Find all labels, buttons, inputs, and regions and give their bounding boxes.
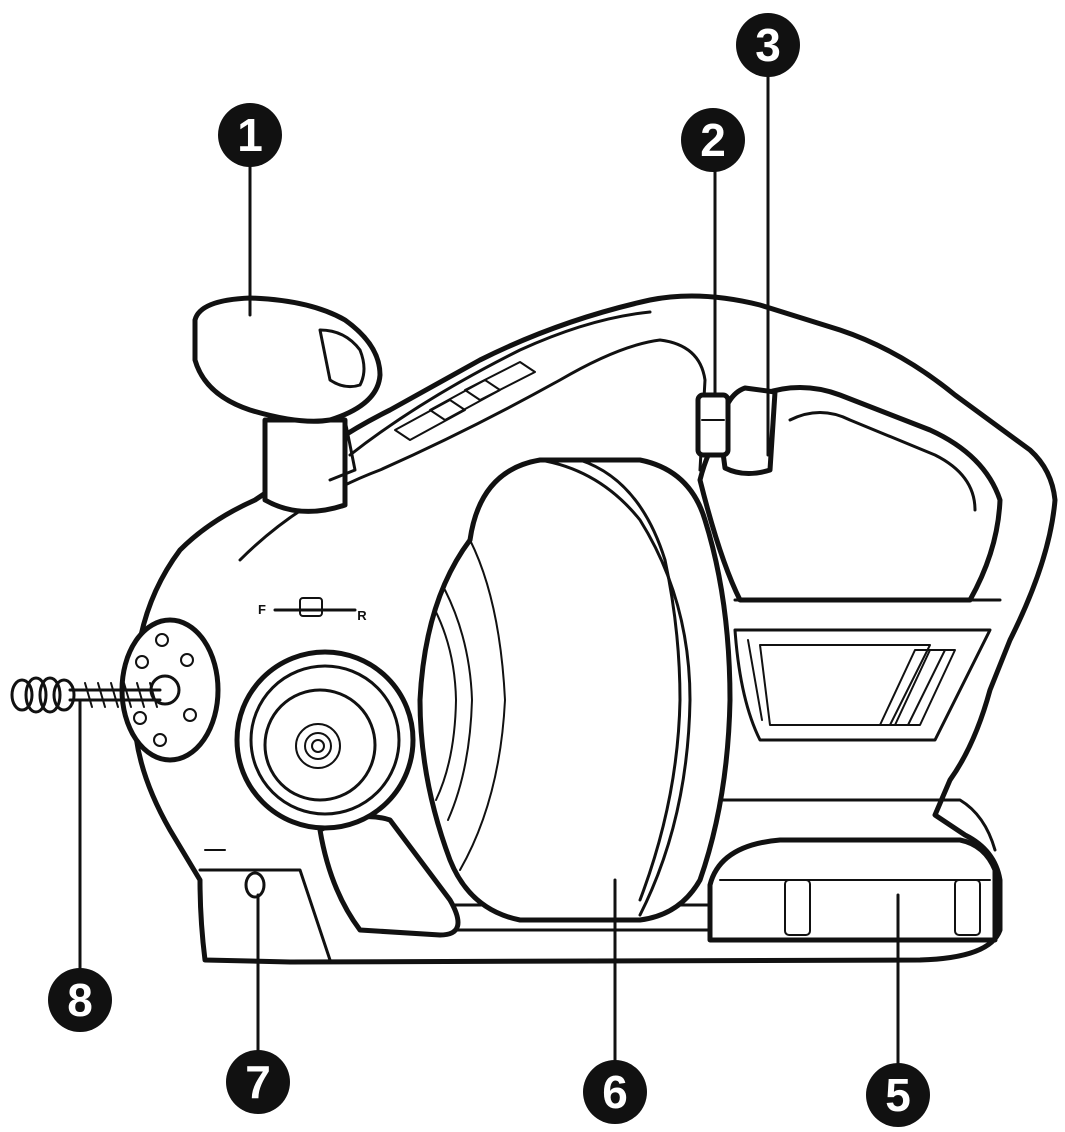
callout-2-label: 2 [700, 114, 726, 166]
callout-8-label: 8 [67, 974, 93, 1026]
callout-6-label: 6 [602, 1066, 628, 1118]
callout-6: 6 [583, 1060, 647, 1124]
callout-2: 2 [681, 108, 745, 172]
callout-7-label: 7 [245, 1056, 271, 1108]
callout-7: 7 [226, 1050, 290, 1114]
callout-1: 1 [218, 103, 282, 167]
callout-3: 3 [736, 13, 800, 77]
feed-handle [192, 295, 383, 514]
cable-drum [417, 457, 733, 923]
auger-cable [10, 676, 162, 714]
hang-hole [204, 849, 266, 899]
cable-outlet-flange [119, 617, 221, 763]
feed-knob [234, 649, 416, 831]
reverse-label: R [357, 608, 367, 623]
callout-8: 8 [48, 968, 112, 1032]
leader-lines [78, 73, 900, 1072]
callout-5-label: 5 [885, 1069, 911, 1121]
battery-pack [707, 837, 998, 943]
direction-switch: F R [258, 597, 367, 623]
callout-3-label: 3 [755, 19, 781, 71]
callout-1-label: 1 [237, 109, 263, 161]
forward-label: F [258, 602, 266, 617]
callout-5: 5 [866, 1063, 930, 1127]
